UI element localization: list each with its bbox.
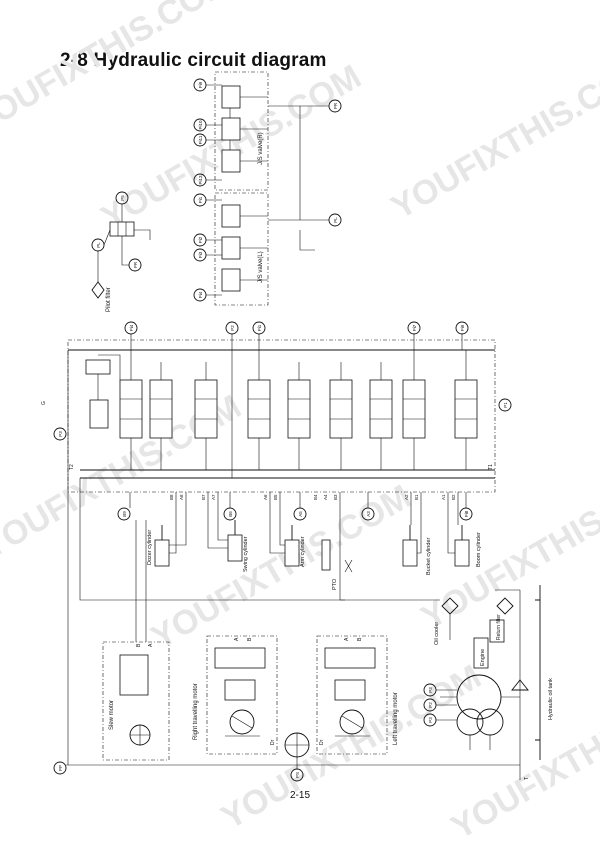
motor-port-label: Dr [270,739,276,745]
pump-unit: Engine P3 P2 P3 [423,637,529,750]
right-travelling-motor-label: Right travelling motor [193,683,199,740]
port-label: PS [295,772,300,778]
port-label: A4 [323,494,328,500]
bucket-cylinder: Bucket cylinder [402,492,432,575]
port-label: B1 [414,494,419,500]
port-label: P2 [230,325,235,331]
port-label: A6 [263,494,268,500]
port-label: P3 [428,687,433,693]
port-label: B8 [169,494,174,500]
watermark-text: YOUFIXTHIS.COM [415,458,600,637]
tank-port-label: G [41,401,47,405]
motor-port-label: A [234,637,240,641]
port-label: Pi3 [198,251,203,258]
port-label: B9 [122,511,127,517]
return-filter: Return filter [489,597,514,643]
dozer-cylinder: Dozer cylinder [147,492,187,567]
boom-cylinder-label: Boom cylinder [476,532,482,567]
tank-port-label: T2 [69,464,75,470]
port-label: Pi4 [198,291,203,298]
port-label: A2 [404,494,409,500]
port-label: A8 [179,494,184,500]
arm-cylinder-label: Arm cylinder [300,536,306,567]
dozer-cylinder-label: Dozer cylinder [147,530,153,565]
port-label: Pi1 [257,324,262,331]
port-label: P2 [428,702,433,708]
port-label: A5 [298,511,303,517]
port-label: Pi9 [198,81,203,88]
slew-motor: A B Slew motor [102,520,170,761]
port-label: P3 [58,431,63,437]
tank-port-label: T [524,777,530,780]
port-label: PP [58,765,63,771]
left-travelling-motor-label: Left travelling motor [393,692,399,745]
js-valve-r-label: J/S valve(R) [258,132,264,165]
motor-port-label: B [136,643,142,647]
arm-cylinder: Arm cylinder [269,492,306,567]
port-label: Pi9 [460,324,465,331]
port-label: P5 [120,195,125,201]
port-label: Pi12 [198,175,203,185]
hydraulic-oil-tank: Hydraulic oil tank [535,585,554,760]
oil-cooler: Oil cooler [434,597,459,645]
bucket-cylinder-label: Bucket cylinder [426,538,432,575]
port-label: Pi8 [464,510,469,517]
watermark-text: YOUFIXTHIS.COM [385,48,600,227]
page-title: 2-8 Hydraulic circuit diagram [60,50,327,71]
port-label: A7 [211,494,216,500]
swing-cylinder: Swing cylinder [207,492,249,572]
port-label: PL [96,242,101,248]
pto: PTO [321,492,353,601]
port-label: B3 [333,494,338,500]
pilot-filter-assembly: P5 PL PR Pilot filter [91,191,151,312]
pto-label: PTO [332,578,338,590]
port-label: PL [333,217,338,223]
port-label: B4 [313,494,318,500]
port-label: A3 [366,511,371,517]
hydraulic-tank-label: Hydraulic oil tank [548,678,554,720]
slew-motor-label: Slew motor [109,700,115,730]
port-label: B5 [273,494,278,500]
port-label: PR [133,261,138,268]
motor-port-label: B [247,637,253,641]
left-travelling-motor: A B Dr Left travelling motor [316,635,399,755]
engine-label: Engine [480,649,486,666]
js-valve-l: J/S valve(L) [214,192,269,306]
port-label: Pi4 [129,324,134,331]
valve-sections [85,350,478,470]
port-label: Pi10 [198,120,203,130]
port-label: B6 [228,511,233,517]
port-label: P3 [428,717,433,723]
port-label: B7 [201,494,206,500]
cylinders: Dozer cylinder Swing cylinder Arm cylind… [147,492,482,601]
port-label: Pi2 [198,236,203,243]
port-label: Pi1 [198,196,203,203]
js-valve-l-label: J/S valve(L) [258,251,264,283]
port-label: B2 [451,494,456,500]
motor-port-label: A [148,643,154,647]
port-label: P1 [503,402,508,408]
control-valve-bank: Pi4 P2 Pi1 Pi7 Pi9 P3 P1 B9 B6 A5 A3 Pi8… [41,321,512,521]
port-label: A1 [441,494,446,500]
tank-port-label: T1 [488,464,494,470]
swivel-joint: PS [284,732,310,782]
port-label: Pi7 [412,324,417,331]
page-number: 2-15 [289,790,310,801]
motor-port-label: Dr [319,739,325,745]
top-valve-ports: Pi9 Pi10 Pi11 Pi12 Pi1 Pi2 Pi3 Pi4 PR PL [193,78,342,302]
swing-cylinder-label: Swing cylinder [243,536,249,572]
boom-cylinder: Boom cylinder [447,492,482,567]
motor-port-label: B [357,637,363,641]
motor-port-label: A [344,637,350,641]
section-port-labels: B8 A8 B7 A7 A6 B5 B4 A4 B3 A2 B1 A1 B2 [169,494,456,500]
oil-cooler-label: Oil cooler [434,622,440,645]
port-label: PR [333,102,338,109]
js-valve-r: J/S valve(R) [214,71,269,191]
pilot-filter-label: Pilot filter [106,287,112,312]
right-travelling-motor: A B Dr Right travelling motor [193,635,278,755]
port-label: Pi11 [198,135,203,144]
return-filter-label: Return filter [496,614,502,640]
